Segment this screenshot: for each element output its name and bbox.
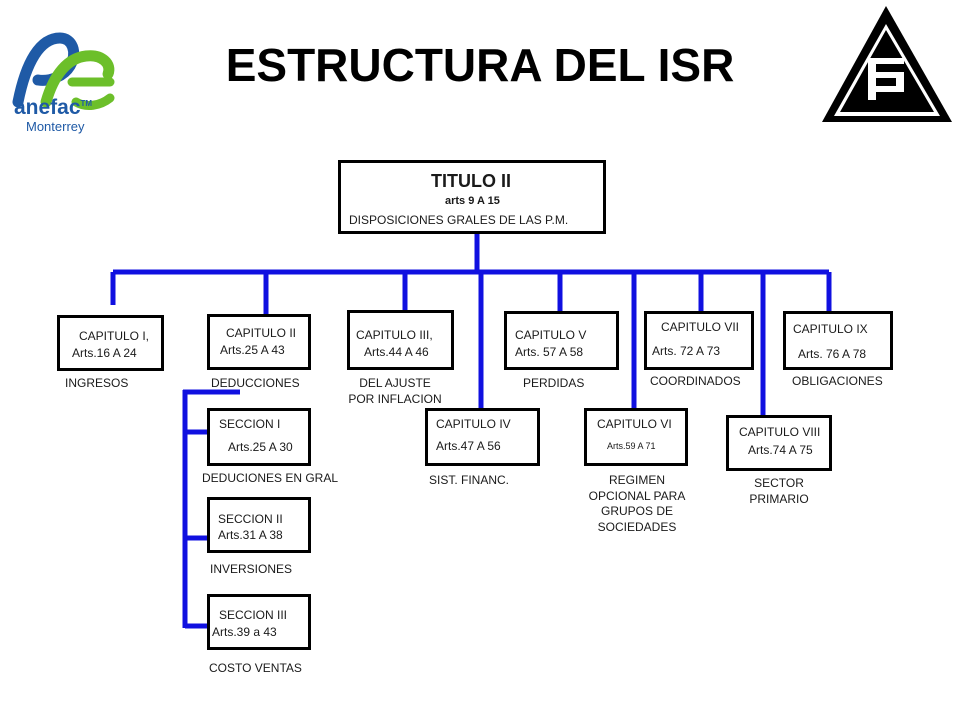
chapter-box-1: CAPITULO I, Arts.16 A 24 <box>57 315 164 371</box>
section-caption-3: COSTO VENTAS <box>209 661 302 675</box>
anefac-logo <box>10 22 122 140</box>
anefac-logo-icon <box>12 32 115 110</box>
brand-location: Monterrey <box>26 119 85 134</box>
root-title: TITULO II <box>431 171 511 191</box>
chapter-label: CAPITULO IV <box>436 417 511 431</box>
section-box-3: SECCION III Arts.39 a 43 <box>207 594 311 650</box>
chapter-caption-5: PERDIDAS <box>523 376 585 390</box>
chapter-arts: Arts.47 A 56 <box>436 439 501 453</box>
triangle-emblem <box>820 4 956 126</box>
chapter-arts: Arts.44 A 46 <box>364 345 429 359</box>
chapter-box-9: CAPITULO IX Arts. 76 A 78 <box>783 311 893 370</box>
chapter-label: CAPITULO I, <box>79 329 150 343</box>
chapter-label: CAPITULO IX <box>793 322 868 336</box>
chapter-caption-8: SECTOR PRIMARIO <box>749 476 809 506</box>
chapter-arts: Arts. 72 A 73 <box>652 344 721 358</box>
root-desc: DISPOSICIONES GRALES DE LAS P.M. <box>349 213 569 227</box>
chapter-caption-4: SIST. FINANC. <box>429 473 510 487</box>
root-box-titulo-ii: TITULO II arts 9 A 15 DISPOSICIONES GRAL… <box>338 160 606 234</box>
section-arts: Arts.39 a 43 <box>212 625 277 639</box>
chapter-arts: Arts.16 A 24 <box>72 346 137 360</box>
section-caption-2: INVERSIONES <box>210 562 293 576</box>
chapter-label: CAPITULO V <box>515 328 587 342</box>
section-label: SECCION I <box>219 417 281 431</box>
chapter-label: CAPITULO VII <box>661 320 740 334</box>
brand-name: anefacTM <box>14 96 93 119</box>
section-box-1: SECCION I Arts.25 A 30 <box>207 408 311 466</box>
chapter-arts: Arts.74 A 75 <box>748 443 813 457</box>
section-caption-1: DEDUCIONES EN GRAL <box>202 471 339 485</box>
chapter-label: CAPITULO II <box>226 326 297 340</box>
chapter-box-2: CAPITULO II Arts.25 A 43 <box>207 314 311 370</box>
chapter-box-7: CAPITULO VII Arts. 72 A 73 <box>644 311 754 370</box>
chapter-caption-2: DEDUCCIONES <box>211 376 300 390</box>
chapter-box-4: CAPITULO IV Arts.47 A 56 <box>425 408 540 466</box>
chapter-arts: Arts. 57 A 58 <box>515 345 584 359</box>
section-arts: Arts.25 A 30 <box>228 440 293 454</box>
chapter-box-5: CAPITULO V Arts. 57 A 58 <box>504 311 619 370</box>
chapter-caption-7: COORDINADOS <box>650 374 741 388</box>
brand-trademark: TM <box>80 99 93 108</box>
chapter-box-6: CAPITULO VI Arts.59 A 71 <box>584 408 688 466</box>
page-title: ESTRUCTURA DEL ISR <box>225 39 735 91</box>
chapter-box-3: CAPITULO III, Arts.44 A 46 <box>347 310 454 370</box>
chapter-caption-6: REGIMEN OPCIONAL PARA GRUPOS DE SOCIEDAD… <box>588 473 686 534</box>
chapter-box-8: CAPITULO VIII Arts.74 A 75 <box>726 415 832 471</box>
section-label: SECCION III <box>219 608 288 622</box>
chapter-caption-1: INGRESOS <box>65 376 129 390</box>
chapter-arts: Arts.59 A 71 <box>607 441 656 451</box>
section-label: SECCION II <box>218 512 283 526</box>
chapter-label: CAPITULO VI <box>597 417 672 431</box>
chapter-caption-3: DEL AJUSTE POR INFLACION <box>348 376 442 406</box>
chapter-caption-9: OBLIGACIONES <box>792 374 883 388</box>
section-box-2: SECCION II Arts.31 A 38 <box>207 497 311 553</box>
chapter-arts: Arts.25 A 43 <box>220 343 285 357</box>
chapter-label: CAPITULO VIII <box>739 425 821 439</box>
chapter-arts: Arts. 76 A 78 <box>798 347 867 361</box>
root-arts: arts 9 A 15 <box>445 195 500 207</box>
triangle-logo-icon <box>822 6 952 122</box>
section-arts: Arts.31 A 38 <box>218 528 283 542</box>
chapter-label: CAPITULO III, <box>356 328 433 342</box>
